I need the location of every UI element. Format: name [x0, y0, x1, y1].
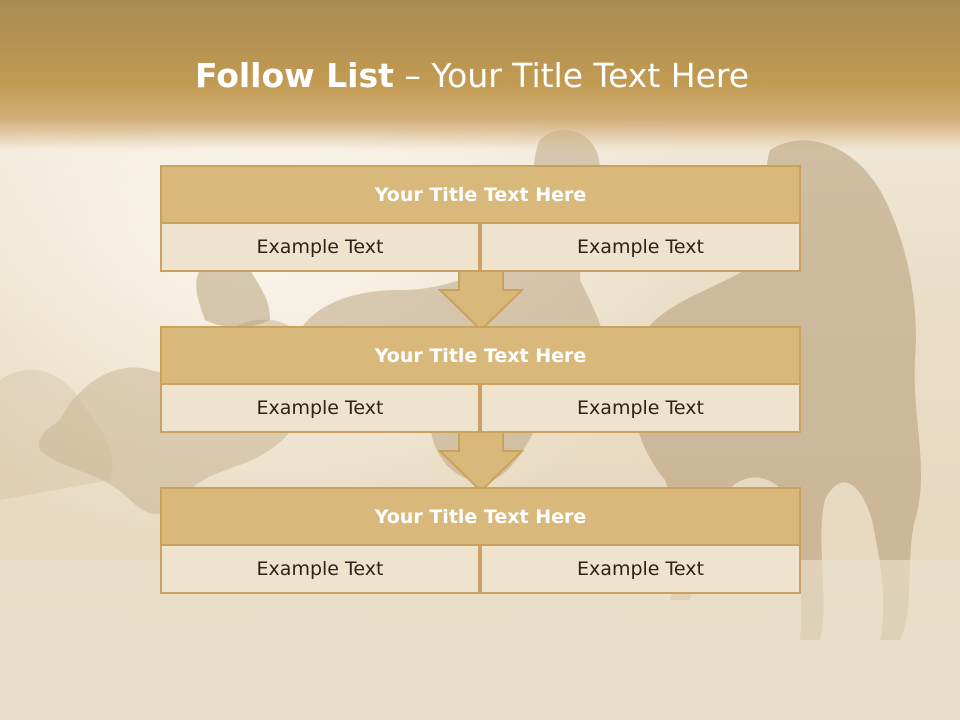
block-cell-right: Example Text: [480, 222, 801, 272]
block-title: Your Title Text Here: [160, 487, 801, 546]
block-cell-right: Example Text: [480, 544, 801, 594]
down-arrow-icon: [438, 270, 524, 332]
block-cell-right: Example Text: [480, 383, 801, 433]
block-title: Your Title Text Here: [160, 326, 801, 385]
slide-title-bold: Follow List: [194, 56, 394, 95]
block-cell-left: Example Text: [160, 222, 480, 272]
slide-title-rest: – Your Title Text Here: [393, 56, 750, 95]
block-title: Your Title Text Here: [160, 165, 801, 224]
slide-title: Follow List – Your Title Text Here: [0, 54, 944, 98]
block-cell-left: Example Text: [160, 544, 480, 594]
header-band: [0, 0, 960, 150]
down-arrow-icon: [438, 431, 524, 493]
block-cell-left: Example Text: [160, 383, 480, 433]
